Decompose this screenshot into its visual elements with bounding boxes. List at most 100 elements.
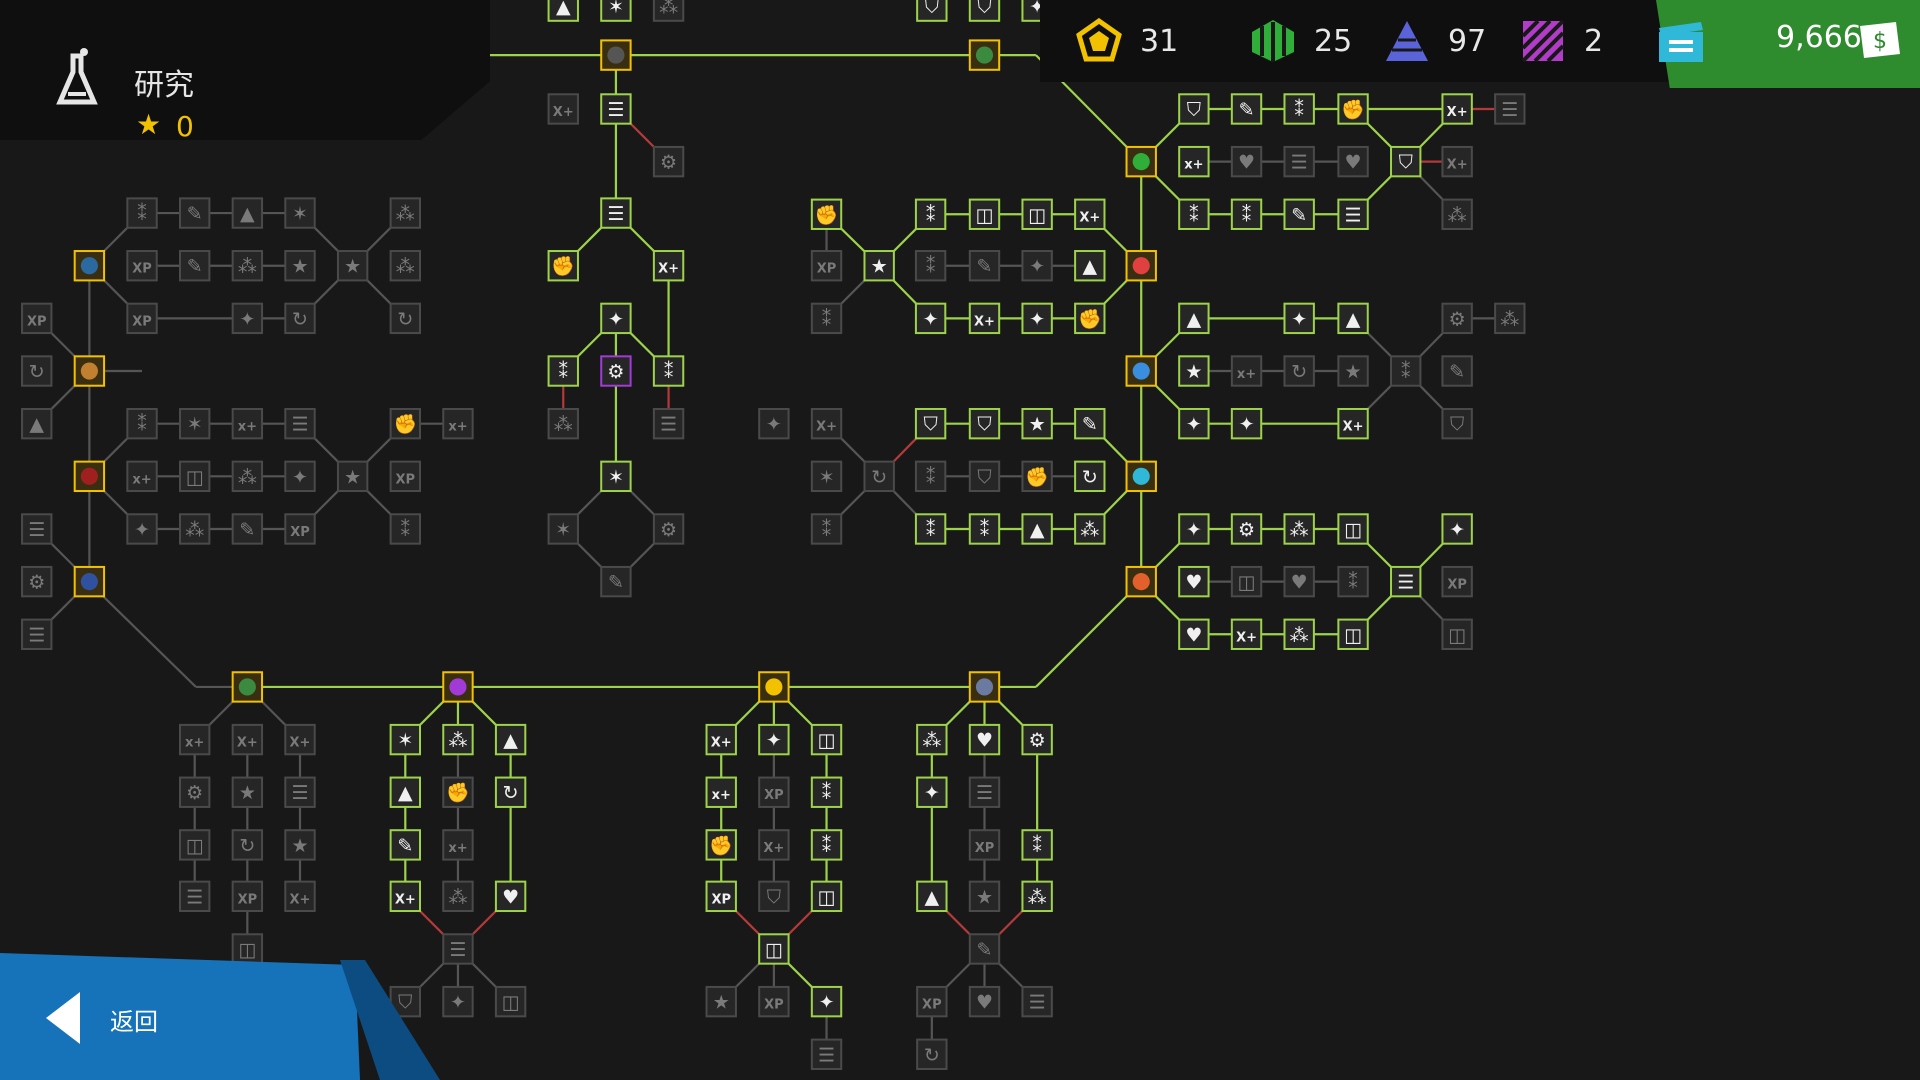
list-icon[interactable]: ☰ xyxy=(21,513,53,545)
three-stars-icon[interactable]: ⁂ xyxy=(389,250,421,282)
list-icon[interactable]: ☰ xyxy=(442,933,474,965)
xp-plus-icon[interactable]: X+ xyxy=(1441,93,1473,125)
circle-arrow-icon[interactable]: ↻ xyxy=(1283,355,1315,387)
max-xp-icon[interactable]: XP xyxy=(231,880,264,913)
three-stars-icon[interactable]: ⁂ xyxy=(179,513,211,545)
max-up-arrow-icon[interactable]: ▲ xyxy=(21,407,53,440)
star-icon[interactable]: ★ xyxy=(231,776,264,808)
sparkle-icon[interactable]: ✦ xyxy=(1230,407,1263,440)
pin-icon[interactable]: ✎ xyxy=(1283,198,1315,230)
fist-icon[interactable]: ✊ xyxy=(1337,93,1369,125)
gear-icon[interactable]: ⚙ xyxy=(21,565,53,598)
xp-plus-icon[interactable]: X+ xyxy=(1441,145,1473,178)
fist-icon[interactable]: ✊ xyxy=(547,250,579,282)
three-stars-icon[interactable]: ⁂ xyxy=(1283,513,1315,545)
back-button-label[interactable]: 返回 xyxy=(110,1008,158,1036)
star-icon[interactable]: ★ xyxy=(1178,355,1210,387)
xp-plus-icon[interactable]: X+ xyxy=(284,880,316,913)
sparkle-icon[interactable]: ✦ xyxy=(600,302,632,335)
star-icon[interactable]: ★ xyxy=(284,250,316,282)
max-up-arrow-icon[interactable]: ▲ xyxy=(494,723,527,756)
list-icon[interactable]: ☰ xyxy=(284,407,316,440)
two-stars-icon[interactable]: ⁑ xyxy=(1390,355,1422,387)
heart-icon[interactable]: ♥ xyxy=(1178,618,1210,650)
pin-icon[interactable]: ✎ xyxy=(231,513,264,545)
cup-icon[interactable]: ◫ xyxy=(231,933,264,965)
xp-plus-plus-icon[interactable]: x+ xyxy=(705,776,737,808)
cup-icon[interactable]: ◫ xyxy=(1337,513,1369,545)
list-icon[interactable]: ☰ xyxy=(1283,145,1315,178)
shuriken-icon[interactable]: ✶ xyxy=(284,197,316,229)
three-stars-icon[interactable]: ⁂ xyxy=(1074,513,1106,545)
fist-icon[interactable]: ✊ xyxy=(389,407,421,440)
three-stars-icon[interactable]: ⁂ xyxy=(1283,618,1315,650)
shield-icon[interactable]: ⛉ xyxy=(1441,407,1473,440)
circle-arrow-icon[interactable]: ↻ xyxy=(389,302,421,335)
three-stars-icon[interactable]: ⁂ xyxy=(652,0,685,22)
cup-icon[interactable]: ◫ xyxy=(494,985,527,1018)
two-stars-icon[interactable]: ⁑ xyxy=(547,355,579,387)
cup-icon[interactable]: ◫ xyxy=(968,198,1001,230)
two-stars-icon[interactable]: ⁑ xyxy=(1021,829,1053,861)
xp-plus-icon[interactable]: X+ xyxy=(705,723,737,756)
max-xp-icon[interactable]: XP xyxy=(916,985,948,1018)
xp-plus-icon[interactable]: X+ xyxy=(231,723,264,756)
two-stars-icon[interactable]: ⁑ xyxy=(810,776,843,808)
xp-plus-icon[interactable]: X+ xyxy=(758,829,790,861)
xp-plus-plus-icon[interactable]: x+ xyxy=(1230,355,1263,387)
research-hub-node[interactable] xyxy=(758,671,790,703)
star-icon[interactable]: ★ xyxy=(284,829,316,861)
three-stars-icon[interactable]: ⁂ xyxy=(389,197,421,229)
shuriken-icon[interactable]: ✶ xyxy=(810,460,843,493)
circle-arrow-icon[interactable]: ↻ xyxy=(231,829,264,861)
xp-plus-plus-icon[interactable]: x+ xyxy=(231,407,264,440)
star-icon[interactable]: ★ xyxy=(1021,407,1053,440)
max-up-arrow-icon[interactable]: ▲ xyxy=(1074,250,1106,282)
three-stars-icon[interactable]: ⁂ xyxy=(916,723,948,756)
research-hub-node[interactable] xyxy=(442,671,474,703)
gear-icon[interactable]: ⚙ xyxy=(1021,723,1053,756)
max-up-arrow-icon[interactable]: ▲ xyxy=(1021,513,1053,545)
xp-plus-icon[interactable]: X+ xyxy=(389,880,421,913)
research-hub-node[interactable] xyxy=(1125,355,1157,387)
xp-plus-icon[interactable]: X+ xyxy=(968,302,1001,335)
heart-icon[interactable]: ♥ xyxy=(968,985,1001,1018)
sparkle-icon[interactable]: ✦ xyxy=(1283,302,1315,335)
max-up-arrow-icon[interactable]: ▲ xyxy=(916,880,948,913)
two-stars-icon[interactable]: ⁑ xyxy=(126,197,158,229)
back-arrow-icon[interactable] xyxy=(44,990,84,1046)
two-stars-icon[interactable]: ⁑ xyxy=(126,407,158,440)
gear-icon[interactable]: ⚙ xyxy=(600,355,632,387)
sparkle-icon[interactable]: ✦ xyxy=(1021,302,1053,335)
xp-plus-icon[interactable]: X+ xyxy=(652,250,685,282)
research-hub-node[interactable] xyxy=(231,671,264,703)
two-stars-icon[interactable]: ⁑ xyxy=(914,460,947,493)
cup-icon[interactable]: ◫ xyxy=(810,880,843,913)
circle-arrow-icon[interactable]: ↻ xyxy=(21,355,53,387)
research-hub-node[interactable] xyxy=(1125,565,1157,598)
three-stars-icon[interactable]: ⁂ xyxy=(231,460,264,493)
max-xp-icon[interactable]: XP xyxy=(126,302,158,335)
two-stars-icon[interactable]: ⁑ xyxy=(914,198,947,230)
two-stars-icon[interactable]: ⁑ xyxy=(1178,198,1210,230)
star-icon[interactable]: ★ xyxy=(336,250,369,282)
star-icon[interactable]: ★ xyxy=(705,985,737,1018)
sparkle-icon[interactable]: ✦ xyxy=(916,776,948,808)
max-xp-icon[interactable]: XP xyxy=(1441,565,1473,598)
sparkle-icon[interactable]: ✦ xyxy=(1178,513,1210,545)
gear-icon[interactable]: ⚙ xyxy=(652,513,685,545)
three-stars-icon[interactable]: ⁂ xyxy=(442,880,474,913)
max-xp-icon[interactable]: XP xyxy=(705,880,737,913)
gear-icon[interactable]: ⚙ xyxy=(652,145,685,178)
two-stars-icon[interactable]: ⁑ xyxy=(1230,198,1263,230)
list-icon[interactable]: ☰ xyxy=(968,776,1001,808)
fist-icon[interactable]: ✊ xyxy=(705,829,737,861)
max-xp-icon[interactable]: XP xyxy=(810,250,843,282)
gear-icon[interactable]: ⚙ xyxy=(1230,513,1263,545)
shield-icon[interactable]: ⛉ xyxy=(968,0,1001,22)
max-xp-icon[interactable]: XP xyxy=(968,829,1001,861)
xp-plus-icon[interactable]: X+ xyxy=(547,93,579,125)
xp-plus-icon[interactable]: X+ xyxy=(1337,407,1369,440)
cup-icon[interactable]: ◫ xyxy=(1337,618,1369,650)
cup-icon[interactable]: ◫ xyxy=(1441,618,1473,650)
